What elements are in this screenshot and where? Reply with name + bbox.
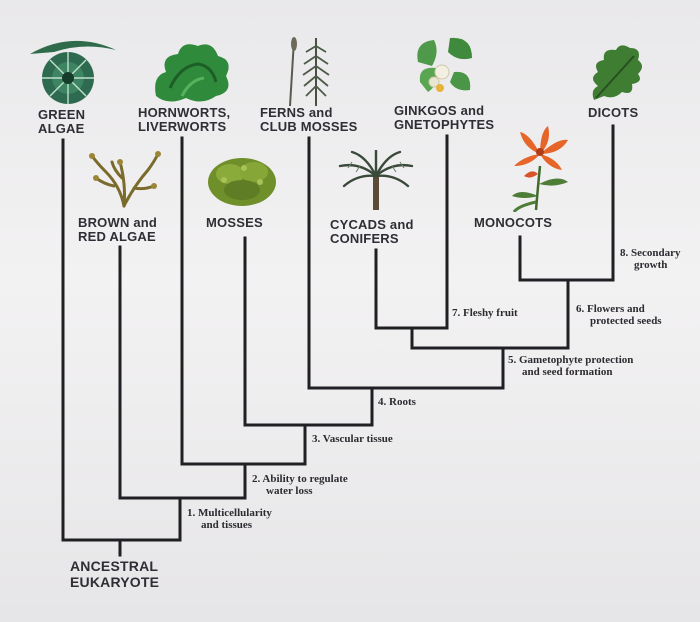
liverwort-icon (155, 44, 229, 102)
taxon-dicots: DICOTS (588, 105, 639, 120)
moss-icon (208, 158, 276, 206)
trait-4-roots: 4. Roots (378, 396, 416, 408)
root-ancestral-eukaryote: ANCESTRAL EUKARYOTE (70, 558, 160, 590)
trait-1-multicellularity: 1. Multicellularity and tissues (187, 507, 272, 531)
taxon-green-algae: GREEN ALGAE (38, 107, 86, 136)
trait-7-fleshy-fruit: 7. Fleshy fruit (452, 307, 518, 319)
trait-8-secondary-growth: 8. Secondary growth (620, 247, 681, 271)
trait-3-vascular-tissue: 3. Vascular tissue (312, 433, 393, 445)
ginkgo-icon (417, 37, 472, 92)
taxon-monocots: MONOCOTS (474, 215, 553, 230)
green-alga-icon (30, 40, 116, 104)
cycad-icon (338, 150, 414, 210)
trait-5-gametophyte-protection: 5. Gametophyte protection and seed forma… (508, 354, 634, 378)
taxon-ferns-club-mosses: FERNS and CLUB MOSSES (260, 105, 358, 134)
taxon-brown-red-algae: BROWN and RED ALGAE (78, 215, 158, 244)
oak-leaf-icon (592, 45, 642, 100)
taxon-cycads-conifers: CYCADS and CONIFERS (330, 217, 414, 246)
brown-algae-icon (89, 151, 161, 208)
trait-2-regulate-water-loss: 2. Ability to regulate water loss (252, 473, 348, 497)
trait-6-flowers: 6. Flowers and protected seeds (576, 303, 662, 327)
taxon-hornworts-liverworts: HORNWORTS, LIVERWORTS (138, 105, 231, 134)
lily-icon (512, 126, 568, 212)
fern-icon (289, 37, 330, 107)
taxon-ginkgos-gnetophytes: GINKGOS and GNETOPHYTES (394, 103, 495, 132)
taxon-mosses: MOSSES (206, 215, 263, 230)
